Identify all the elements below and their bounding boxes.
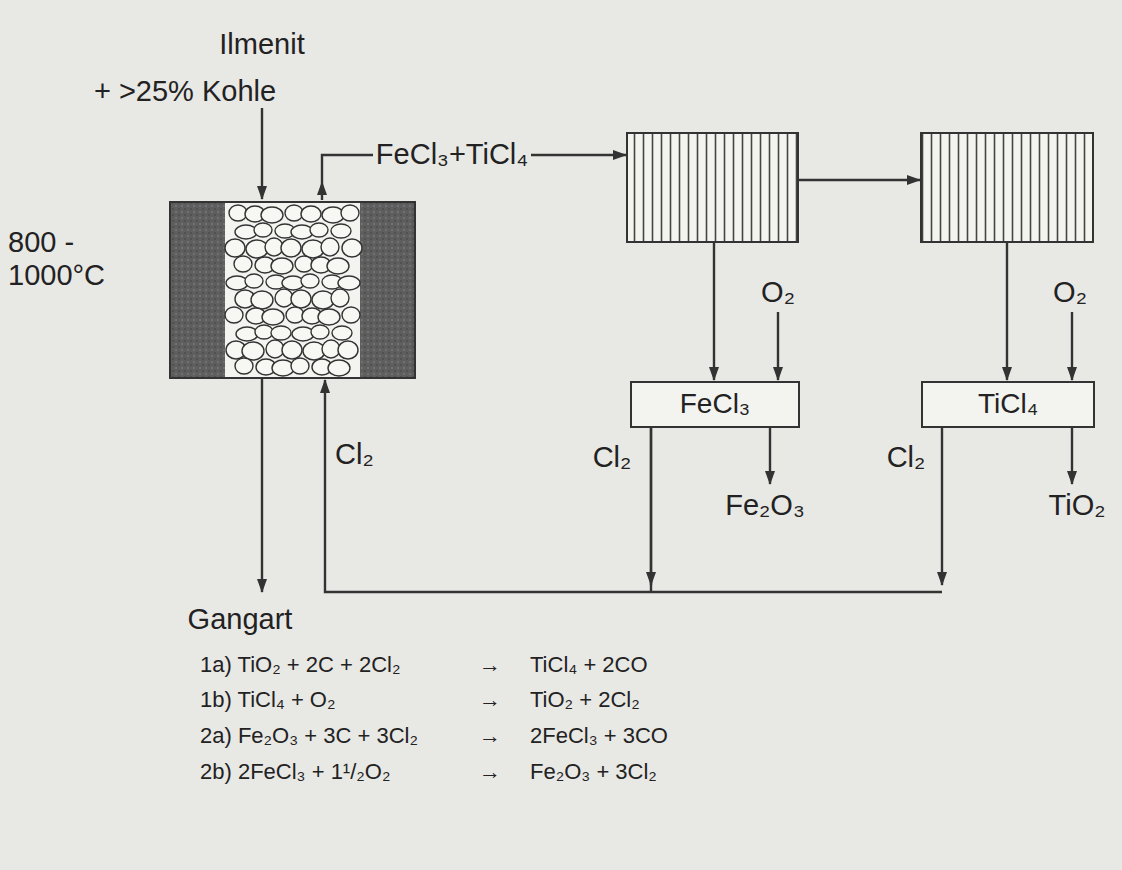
ore-pebble (341, 205, 359, 221)
reaction-equation: Fe₂O₃ + 3Cl₂ (530, 760, 657, 784)
reaction-equation: TiCl₄ + 2CO (530, 653, 648, 677)
ore-pebble (332, 326, 352, 340)
stream-label: 1000°C (8, 260, 105, 292)
ore-pebble (331, 289, 349, 307)
ore-pebble (291, 290, 311, 308)
reaction-equation: → (479, 760, 501, 784)
ore-pebble (262, 309, 284, 325)
stream-label: Cl₂ (887, 442, 926, 474)
flow-lines (262, 108, 1072, 592)
ore-pebble (254, 223, 272, 237)
ore-pebble (235, 358, 253, 374)
ore-pebble (327, 258, 349, 274)
reaction-equation: 1b) TiCl₄ + O₂ (200, 688, 336, 712)
reactor-box: FeCl₃ (630, 381, 800, 428)
ore-pebble (301, 206, 321, 222)
ore-pebble (301, 274, 319, 288)
ore-pebble (271, 258, 293, 274)
flow-line (321, 182, 323, 200)
reaction-equation: → (479, 653, 501, 677)
reaction-equation: 2a) Fe₂O₃ + 3C + 3Cl₂ (200, 724, 418, 748)
condenser (921, 133, 1093, 242)
flow-line (769, 428, 771, 484)
flow-line (1006, 242, 1008, 380)
reaction-equation: → (479, 724, 501, 748)
flow-line (1071, 312, 1073, 380)
flow-line (798, 179, 920, 181)
stream-label: Cl₂ (335, 439, 374, 471)
ore-pebble (311, 325, 329, 339)
ore-pebble (234, 256, 252, 272)
stream-label: + >25% Kohle (94, 76, 276, 108)
flow-line (777, 312, 779, 380)
ore-pebble (295, 256, 313, 272)
ore-pebble (285, 205, 303, 221)
stream-label: Ilmenit (219, 29, 304, 61)
box-label: TiCl₄ (978, 388, 1038, 420)
ore-pebble (245, 274, 263, 288)
ore-pebble (261, 207, 283, 223)
ore-pebble (271, 326, 291, 340)
reactor-box: TiCl₄ (921, 381, 1095, 428)
flow-line (1071, 428, 1073, 484)
ore-pebble (229, 205, 247, 221)
reaction-equation: 2b) 2FeCl₃ + 1¹/₂O₂ (200, 760, 391, 784)
flow-line (261, 378, 263, 592)
ore-pebble (266, 340, 284, 358)
ore-pebble (328, 360, 350, 376)
ore-pebble (318, 309, 340, 325)
flow-line (713, 242, 715, 380)
ore-pebble (251, 291, 273, 309)
stream-label: Cl₂ (593, 442, 632, 474)
ore-pebble (225, 307, 243, 323)
reaction-equation: → (479, 688, 501, 712)
flow-line (261, 108, 263, 199)
ore-pebble (338, 276, 360, 290)
stream-label: TiO₂ (1049, 490, 1106, 522)
reaction-equation: TiO₂ + 2Cl₂ (530, 688, 640, 712)
ore-pebble (342, 239, 362, 257)
ore-pebble (255, 325, 273, 339)
reaction-equation: 2FeCl₃ + 3CO (530, 724, 668, 748)
flow-line (325, 380, 942, 592)
ore-pebble (275, 289, 293, 307)
stream-label: O₂ (761, 277, 795, 309)
stream-label: O₂ (1053, 277, 1087, 309)
ore-pebble (321, 238, 339, 256)
ore-pebble (242, 342, 264, 360)
box-label: FeCl₃ (680, 388, 751, 420)
flow-line (941, 428, 943, 585)
ore-pebble (286, 307, 304, 323)
ore-pebble (265, 238, 283, 256)
chlorination-furnace (170, 202, 415, 378)
ore-pebble (291, 358, 309, 374)
ore-pebble (225, 239, 245, 257)
reaction-equation: 1a) TiO₂ + 2C + 2Cl₂ (200, 653, 401, 677)
stream-label: Gangart (188, 604, 293, 636)
ore-pebble (331, 224, 351, 238)
stream-label: FeCl₃+TiCl₄ (373, 139, 531, 171)
stream-label: 800 - (8, 227, 74, 259)
flow-line (650, 428, 652, 592)
ore-pebble (322, 340, 340, 358)
flow-line (650, 428, 652, 585)
ore-pebble (310, 223, 328, 237)
ore-pebble (281, 239, 301, 257)
condenser (627, 133, 798, 242)
ore-pebble (282, 341, 302, 359)
ore-pebble (338, 341, 358, 359)
stream-label: Fe₂O₃ (725, 490, 804, 522)
ore-pebble (342, 307, 360, 323)
